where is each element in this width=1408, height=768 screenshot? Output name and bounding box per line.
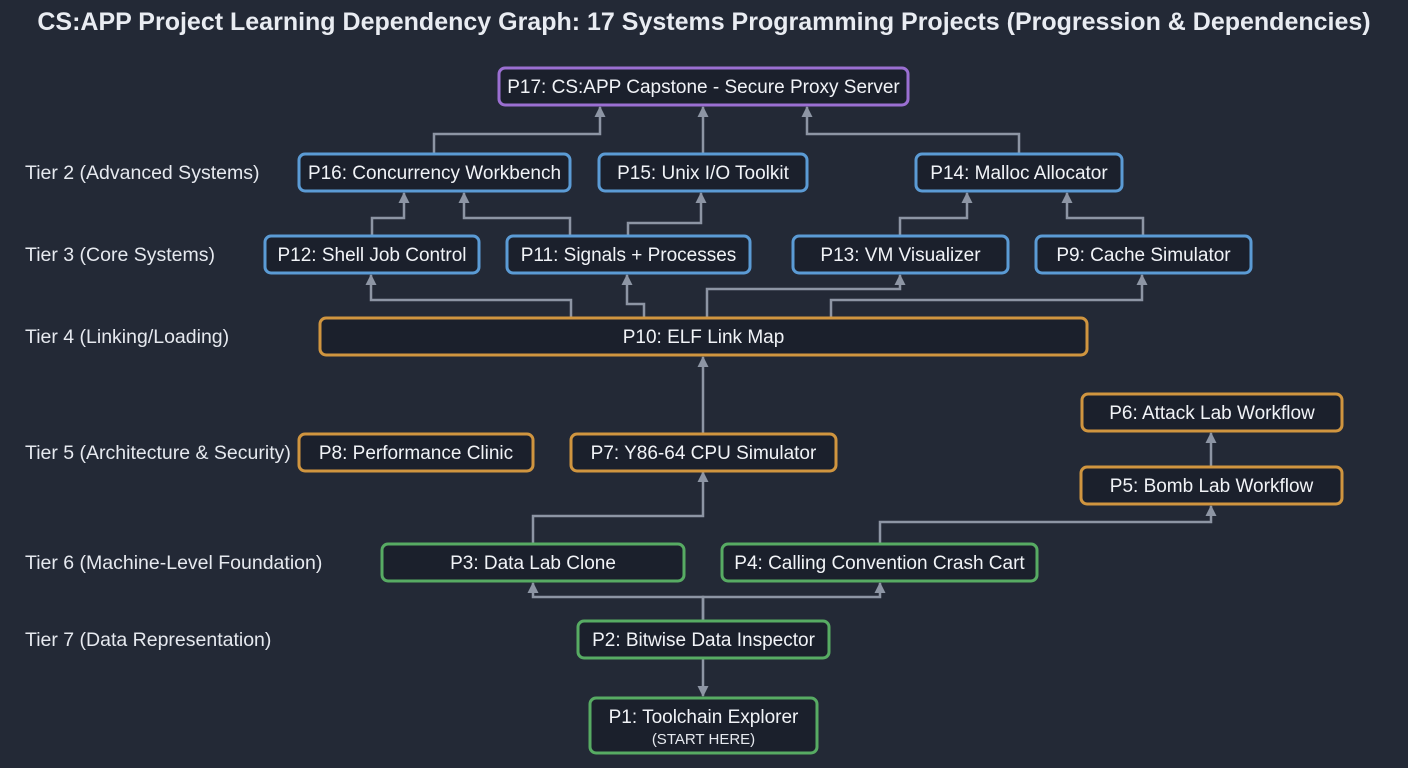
edge-p12-to-p16 — [370, 192, 410, 236]
node-p17: P17: CS:APP Capstone - Secure Proxy Serv… — [497, 66, 910, 107]
edge-p9-to-p14 — [1061, 192, 1145, 236]
node-p5-label: P5: Bomb Lab Workflow — [1110, 476, 1314, 497]
node-p4-label: P4: Calling Convention Crash Cart — [734, 553, 1025, 574]
node-p1-label: P1: Toolchain Explorer — [609, 707, 799, 728]
node-p17-box — [497, 66, 910, 107]
node-p10-box — [318, 316, 1089, 357]
node-p7-label: P7: Y86-64 CPU Simulator — [591, 443, 817, 464]
node-p8-label: P8: Performance Clinic — [319, 443, 513, 464]
node-p16-box — [297, 152, 572, 193]
node-p1-sublabel: (START HERE) — [652, 731, 755, 748]
node-p2-label: P2: Bitwise Data Inspector — [592, 630, 815, 651]
edge-p3-to-p7 — [531, 471, 709, 544]
node-p2: P2: Bitwise Data Inspector — [576, 619, 831, 660]
node-p15: P15: Unix I/O Toolkit — [597, 152, 809, 193]
node-p10-label: P10: ELF Link Map — [623, 327, 785, 348]
node-p15-label: P15: Unix I/O Toolkit — [617, 163, 790, 184]
node-p9-label: P9: Cache Simulator — [1056, 245, 1231, 266]
node-p16: P16: Concurrency Workbench — [297, 152, 572, 193]
edge-p2-to-p3 — [527, 582, 705, 621]
edge-p16-to-p17 — [432, 106, 606, 154]
node-p4-box — [720, 542, 1039, 583]
edge-p13-to-p14 — [898, 192, 973, 236]
node-p11-box — [505, 234, 752, 275]
node-p16-label: P16: Concurrency Workbench — [308, 163, 561, 184]
edge-p4-to-p5 — [878, 505, 1217, 544]
tier-4-label: Tier 4 (Linking/Loading) — [25, 326, 229, 348]
node-p13-label: P13: VM Visualizer — [820, 245, 981, 266]
edge-p11-to-p16 — [458, 192, 572, 236]
node-p10: P10: ELF Link Map — [318, 316, 1089, 357]
node-p8-box — [297, 432, 535, 473]
node-p3-box — [380, 542, 686, 583]
tier-6-label: Tier 6 (Machine-Level Foundation) — [25, 552, 322, 574]
node-p3-label: P3: Data Lab Clone — [450, 553, 616, 574]
edge-p14-to-p17 — [801, 106, 1021, 154]
node-p5-box — [1079, 465, 1344, 506]
tier-3-label: Tier 3 (Core Systems) — [25, 244, 215, 266]
node-p2-box — [576, 619, 831, 660]
node-p1: P1: Toolchain Explorer (START HERE) — [588, 696, 819, 755]
node-p12: P12: Shell Job Control — [263, 234, 481, 275]
node-p13: P13: VM Visualizer — [791, 234, 1010, 275]
node-p17-label: P17: CS:APP Capstone - Secure Proxy Serv… — [507, 77, 900, 98]
node-p14: P14: Malloc Allocator — [914, 152, 1124, 193]
edge-p10-to-p9 — [829, 274, 1148, 318]
node-p11: P11: Signals + Processes — [505, 234, 752, 275]
page-title: CS:APP Project Learning Dependency Graph… — [37, 8, 1370, 36]
tier-5-label: Tier 5 (Architecture & Security) — [25, 442, 291, 464]
tier-2-label: Tier 2 (Advanced Systems) — [25, 162, 259, 184]
node-p3: P3: Data Lab Clone — [380, 542, 686, 583]
edge-p10-to-p11 — [621, 274, 646, 318]
node-p11-label: P11: Signals + Processes — [521, 245, 737, 266]
edge-p10-to-p12 — [365, 274, 573, 318]
edge-p2-to-p4 — [701, 582, 886, 621]
tier-7-label: Tier 7 (Data Representation) — [25, 629, 271, 651]
node-p1-box — [588, 696, 819, 755]
node-p15-box — [597, 152, 809, 193]
node-p4: P4: Calling Convention Crash Cart — [720, 542, 1039, 583]
node-p9-box — [1034, 234, 1253, 275]
node-p6-box — [1080, 392, 1344, 433]
node-p7: P7: Y86-64 CPU Simulator — [569, 432, 838, 473]
node-p13-box — [791, 234, 1010, 275]
node-p6: P6: Attack Lab Workflow — [1080, 392, 1344, 433]
node-p6-label: P6: Attack Lab Workflow — [1109, 403, 1315, 424]
node-p7-box — [569, 432, 838, 473]
node-p8: P8: Performance Clinic — [297, 432, 535, 473]
node-p12-label: P12: Shell Job Control — [277, 245, 466, 266]
node-p9: P9: Cache Simulator — [1034, 234, 1253, 275]
node-p12-box — [263, 234, 481, 275]
node-p5: P5: Bomb Lab Workflow — [1079, 465, 1344, 506]
edge-p11-to-p15 — [626, 192, 707, 236]
node-p14-label: P14: Malloc Allocator — [930, 163, 1108, 184]
edge-p10-to-p13 — [705, 274, 906, 318]
node-p14-box — [914, 152, 1124, 193]
